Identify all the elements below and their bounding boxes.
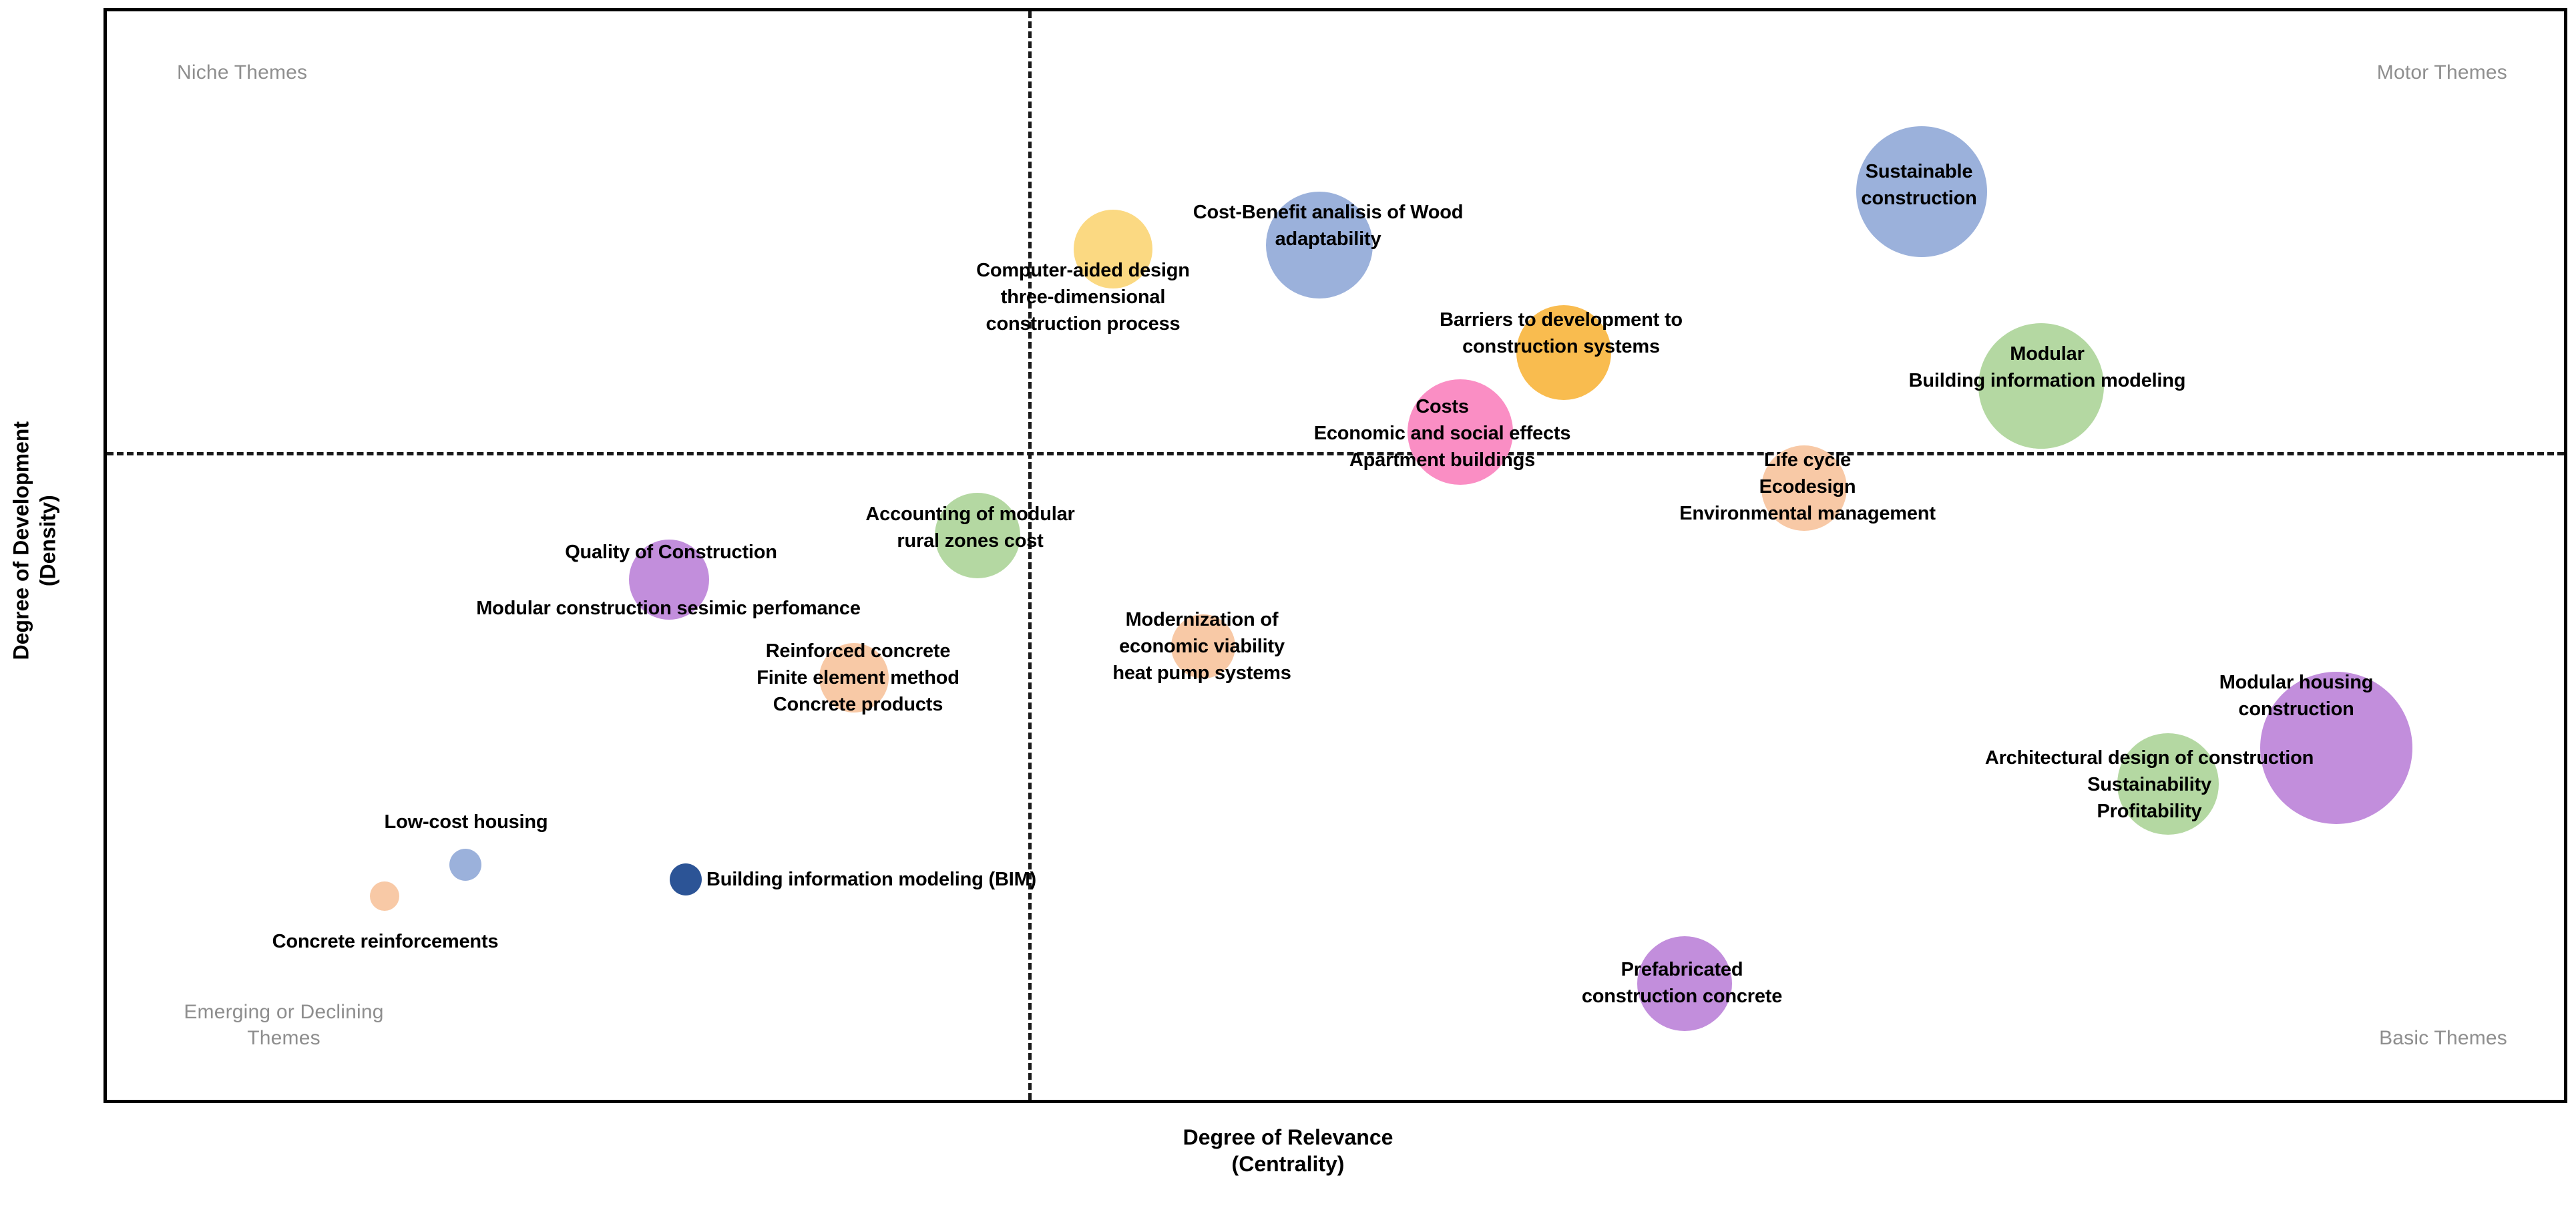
bubble-cost-benefit-wood: [1266, 192, 1373, 298]
bubble-low-cost-housing: [449, 849, 481, 881]
label-concrete-reinforcements: Concrete reinforcements: [272, 930, 499, 952]
label-bim-small: Building information modeling (BIM): [706, 868, 1036, 890]
bubble-sustainable-construction: [1856, 126, 1987, 257]
quadrant-label-basic-themes: Basic Themes: [2379, 1027, 2507, 1050]
x-axis-title: Degree of Relevance (Centrality): [1183, 1125, 1393, 1176]
quadrant-label-motor-themes: Motor Themes: [2376, 61, 2507, 83]
bubble-costs-economic: [1408, 379, 1513, 485]
bubble-prefabricated-construction: [1637, 936, 1732, 1031]
bubble-reinforced-concrete: [819, 643, 889, 713]
y-axis-title: Degree of Development (Density): [9, 421, 59, 660]
bubble-modular-housing-construction: [2260, 672, 2412, 824]
label-low-cost-housing: Low-cost housing: [384, 811, 548, 833]
bubble-barriers-development: [1516, 305, 1611, 400]
quadrant-label-emerging-declining-themes: Emerging or Declining Themes: [184, 1000, 384, 1050]
bubble-accounting-modular: [935, 493, 1020, 578]
horizontal-divider-line: [107, 452, 2564, 455]
bubble-architectural-design: [2117, 733, 2219, 835]
quadrant-label-niche-themes: Niche Themes: [177, 61, 308, 83]
bubble-modernization-heat-pump: [1171, 614, 1235, 678]
bubble-quality-of-construction: [629, 540, 709, 620]
vertical-divider-line: [1028, 11, 1032, 1100]
bubble-bim-small: [670, 863, 702, 895]
bubble-concrete-reinforcements: [370, 881, 399, 911]
bubble-computer-aided-design: [1074, 210, 1152, 288]
bubble-life-cycle-ecodesign: [1761, 445, 1847, 531]
bubble-modular-bim: [1978, 323, 2104, 449]
plot-area: Niche Themes Motor Themes Emerging or De…: [103, 8, 2567, 1103]
